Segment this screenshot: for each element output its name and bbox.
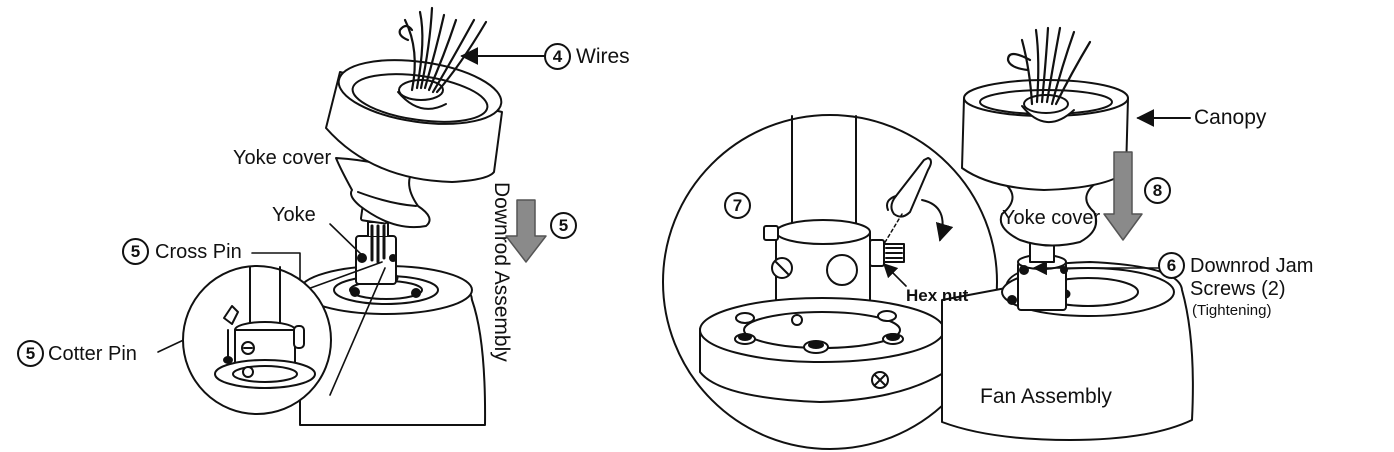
canopy-label: Canopy [1194,107,1266,128]
left-downrod-yoke [356,222,396,284]
downrod-assembly-label: Downrod Assembly [462,182,512,294]
right-downrod [1018,240,1067,310]
step-5-downrod-marker: 5 [550,212,577,239]
yoke-label: Yoke [272,205,316,225]
right-canopy [962,80,1128,190]
step-7-marker: 7 [724,192,751,219]
wires-label: Wires [576,46,630,67]
step-4-marker: 4 [544,43,571,70]
hex-nut-label: Hex nut [906,287,968,304]
fan-assembly-label: Fan Assembly [980,386,1112,407]
cotter-pin-label: Cotter Pin [48,344,137,364]
step-8-marker: 8 [1144,177,1171,204]
cross-pin-label: Cross Pin [155,242,242,262]
step-6-marker: 6 [1158,252,1185,279]
tightening-note: (Tightening) [1192,303,1271,318]
jam-screws-label-line1: Downrod Jam [1190,256,1313,276]
left-yoke-cover-label: Yoke cover [233,148,331,168]
right-yoke-cover-label: Yoke cover [1002,208,1100,228]
step-5-cross-pin-marker: 5 [122,238,149,265]
step-5-cotter-pin-marker: 5 [17,340,44,367]
jam-screws-label-line2: Screws (2) [1190,279,1286,299]
